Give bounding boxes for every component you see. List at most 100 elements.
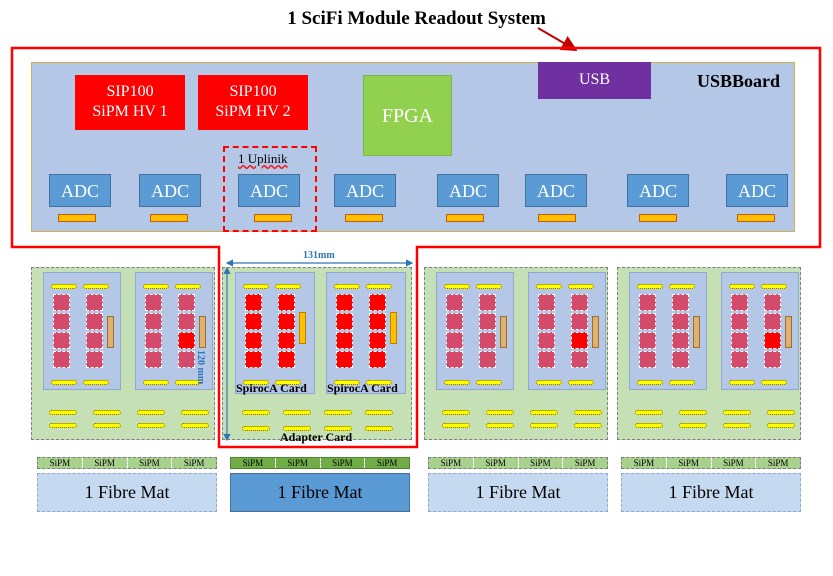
sipm-chip bbox=[731, 313, 748, 330]
sipm-chip bbox=[764, 313, 781, 330]
adc-6: ADC bbox=[525, 174, 587, 207]
sipm-label: SiPM bbox=[231, 458, 276, 468]
sipm-chip bbox=[86, 351, 103, 368]
diagram-title: 1 SciFi Module Readout System bbox=[287, 8, 546, 29]
side-connector bbox=[592, 316, 599, 348]
connector-pill bbox=[366, 284, 392, 289]
connector-pill bbox=[275, 380, 301, 385]
sipm-label: SiPM bbox=[767, 458, 789, 468]
sipm-hv-2-name: SIP100 bbox=[229, 83, 277, 100]
connector-pill bbox=[143, 284, 169, 289]
sipm-chip bbox=[278, 294, 295, 311]
sipm-chip bbox=[178, 351, 195, 368]
sipm-chip bbox=[672, 332, 689, 349]
connector bbox=[345, 214, 383, 222]
sipm-chip bbox=[764, 294, 781, 311]
connector-pill bbox=[93, 410, 121, 415]
sipm-label: SiPM bbox=[429, 458, 474, 468]
sipm-chip bbox=[369, 313, 386, 330]
sipm-chip bbox=[336, 313, 353, 330]
sipm-chip bbox=[672, 294, 689, 311]
adc-label: ADC bbox=[249, 181, 288, 201]
fibre-mat-1: 1 Fibre Mat bbox=[37, 473, 217, 512]
sipm-chip bbox=[178, 294, 195, 311]
sipm-chip bbox=[479, 351, 496, 368]
connector-pill bbox=[324, 426, 352, 431]
connector-pill bbox=[679, 423, 707, 428]
connector-pill bbox=[574, 410, 602, 415]
sipm-label: SiPM bbox=[376, 458, 398, 468]
adc-1: ADC bbox=[49, 174, 111, 207]
sipm-hv-2-module: SIP100 SiPM HV 2 bbox=[198, 75, 308, 130]
fibre-mat-4: 1 Fibre Mat bbox=[621, 473, 801, 512]
sipm-chip bbox=[145, 351, 162, 368]
usb-block: USB bbox=[538, 62, 651, 99]
sipm-chip bbox=[278, 313, 295, 330]
connector-pill bbox=[530, 410, 558, 415]
connector-pill bbox=[49, 423, 77, 428]
adc-label: ADC bbox=[536, 181, 575, 201]
sipm-hv-2-label: SiPM HV 2 bbox=[215, 103, 291, 120]
fibre-mat-2: 1 Fibre Mat bbox=[230, 473, 410, 512]
sipm-label: SiPM bbox=[183, 458, 205, 468]
connector-pill bbox=[137, 423, 165, 428]
side-connector bbox=[390, 312, 397, 344]
sipm-chip bbox=[86, 332, 103, 349]
sipm-chip bbox=[571, 332, 588, 349]
connector-pill bbox=[444, 380, 470, 385]
connector-pill bbox=[365, 410, 393, 415]
connector-pill bbox=[51, 380, 77, 385]
sipm-chip bbox=[336, 332, 353, 349]
connector-pill bbox=[486, 410, 514, 415]
sipm-chip bbox=[278, 351, 295, 368]
connector-pill bbox=[729, 380, 755, 385]
sipm-chip bbox=[446, 294, 463, 311]
connector-pill bbox=[761, 284, 787, 289]
spiroca-card-label: SpirocA Card bbox=[236, 381, 307, 395]
connector-pill bbox=[761, 380, 787, 385]
adc-label: ADC bbox=[448, 181, 487, 201]
connector-pill bbox=[243, 284, 269, 289]
connector-pill bbox=[366, 380, 392, 385]
connector-pill bbox=[83, 380, 109, 385]
side-connector bbox=[299, 312, 306, 344]
connector bbox=[58, 214, 96, 222]
connector-pill bbox=[143, 380, 169, 385]
sipm-chip bbox=[479, 332, 496, 349]
adc-label: ADC bbox=[60, 181, 99, 201]
adc-label: ADC bbox=[150, 181, 189, 201]
adc-3: ADC bbox=[238, 174, 300, 207]
sipm-chip bbox=[336, 351, 353, 368]
connector-pill bbox=[334, 284, 360, 289]
connector-pill bbox=[767, 410, 795, 415]
connector bbox=[639, 214, 677, 222]
sipm-chip bbox=[446, 351, 463, 368]
side-connector bbox=[199, 316, 206, 348]
sipm-chip bbox=[639, 313, 656, 330]
connector-pill bbox=[530, 423, 558, 428]
connector-pill bbox=[442, 423, 470, 428]
connector-pill bbox=[275, 284, 301, 289]
spiroca-card-label: SpirocA Card bbox=[327, 381, 398, 395]
connector-pill bbox=[568, 284, 594, 289]
sipm-chip bbox=[764, 351, 781, 368]
connector-pill bbox=[243, 380, 269, 385]
connector-pill bbox=[324, 410, 352, 415]
sipm-label: SiPM bbox=[83, 458, 128, 468]
sipm-chip bbox=[178, 313, 195, 330]
connector-pill bbox=[283, 426, 311, 431]
connector-pill bbox=[476, 380, 502, 385]
sipm-chip bbox=[731, 351, 748, 368]
sipm-hv-1-module: SIP100 SiPM HV 1 bbox=[75, 75, 185, 130]
sipm-chip bbox=[245, 332, 262, 349]
adc-label: ADC bbox=[638, 181, 677, 201]
sipm-chip bbox=[245, 351, 262, 368]
fpga-label: FPGA bbox=[381, 105, 434, 127]
connector-pill bbox=[723, 423, 751, 428]
sipm-hv-1-name: SIP100 bbox=[106, 83, 154, 100]
fpga-block: FPGA bbox=[363, 75, 452, 156]
